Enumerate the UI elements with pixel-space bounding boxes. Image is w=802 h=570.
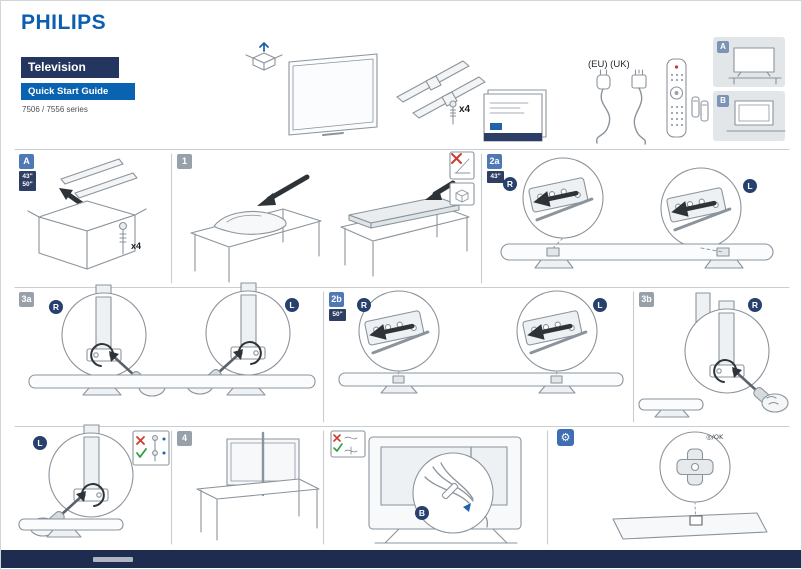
mount-option-a-panel — [713, 37, 785, 87]
settings-gear-icon: ⚙ — [557, 429, 574, 446]
remote-control-illustration — [666, 58, 687, 138]
tv-bottom-2b — [338, 370, 624, 394]
step-a-size-top: 43" — [22, 173, 33, 180]
cable-tie-badge: B — [415, 506, 429, 520]
screw-type-warning-icon — [132, 430, 170, 466]
section-dividers — [14, 148, 790, 545]
foot-align-left-detail-2b — [517, 291, 597, 371]
tv-upright-illustration — [196, 431, 320, 541]
product-title-bar: Television — [21, 57, 119, 78]
no-lay-warning-icons — [449, 151, 475, 206]
plug-types-label: (EU) (UK) — [588, 59, 630, 70]
step-1-badge: 1 — [177, 154, 192, 169]
right-foot-badge-2b: R — [357, 298, 371, 312]
step-2a-badge: 2a — [487, 154, 502, 169]
right-foot-badge-2a: R — [503, 177, 517, 191]
joystick-detail — [659, 431, 731, 517]
cable-bundle-detail — [412, 452, 494, 534]
footer-bar — [1, 550, 801, 568]
cable-warning-icons — [330, 430, 366, 458]
foot-align-left-detail-2a — [661, 168, 741, 248]
step-4-badge: 4 — [177, 431, 192, 446]
mount-option-b-tag: B — [717, 95, 729, 107]
left-foot-badge-final: L — [33, 436, 47, 450]
foot-align-right-detail-2a — [523, 158, 603, 238]
philips-logo: PHILIPS — [21, 11, 107, 34]
step-a-size-bottom: 50" — [22, 181, 33, 188]
mount-option-a-tag: A — [717, 41, 729, 53]
joystick-ok-label: ◎/OK — [706, 433, 724, 441]
screw-count-step-a: x4 — [131, 241, 142, 251]
screw-left-detail-final — [18, 423, 135, 538]
step-2b-size-value: 50" — [332, 311, 343, 318]
right-foot-badge-3b: R — [748, 298, 762, 312]
left-foot-badge-3a: L — [285, 298, 299, 312]
step-2b-badge: 2b — [329, 292, 344, 307]
step-a-sizes: 43" 50" — [19, 171, 36, 191]
screw-count-header: x4 — [459, 104, 471, 115]
left-foot-badge-2b: L — [593, 298, 607, 312]
stand-feet-illustration — [396, 60, 486, 119]
left-foot-badge-2a: L — [743, 179, 757, 193]
box-contents-illustration — [27, 158, 147, 270]
batteries-illustration — [691, 96, 709, 122]
place-blanket-illustration — [190, 174, 322, 283]
power-cables-illustration — [595, 69, 647, 145]
screw-icon-header — [449, 100, 457, 125]
quick-start-guide-booklet — [483, 89, 547, 142]
guide-title-bar: Quick Start Guide — [21, 83, 135, 100]
step-3b-badge: 3b — [639, 292, 654, 307]
step-a-badge: A — [19, 154, 34, 169]
series-label: 7506 / 7556 series — [22, 105, 88, 114]
unboxing-icon — [245, 42, 283, 71]
footer-fineprint — [93, 557, 133, 562]
tv-bottom-3a — [28, 374, 316, 396]
tv-face-down-illustration — [340, 180, 470, 277]
step-2a-size-value: 43" — [490, 173, 501, 180]
screw-right-detail-3b — [638, 292, 790, 418]
mount-option-b-panel — [713, 91, 786, 141]
tv-panel-illustration — [288, 53, 378, 136]
step-2a-size: 43" — [487, 171, 504, 183]
right-foot-badge-3a: R — [49, 300, 63, 314]
tv-bottom-rear — [612, 512, 768, 540]
tv-bottom-2a — [500, 237, 774, 269]
step-2b-size: 50" — [329, 309, 346, 321]
step-3a-badge: 3a — [19, 292, 34, 307]
foot-align-right-detail-2b — [359, 291, 439, 371]
